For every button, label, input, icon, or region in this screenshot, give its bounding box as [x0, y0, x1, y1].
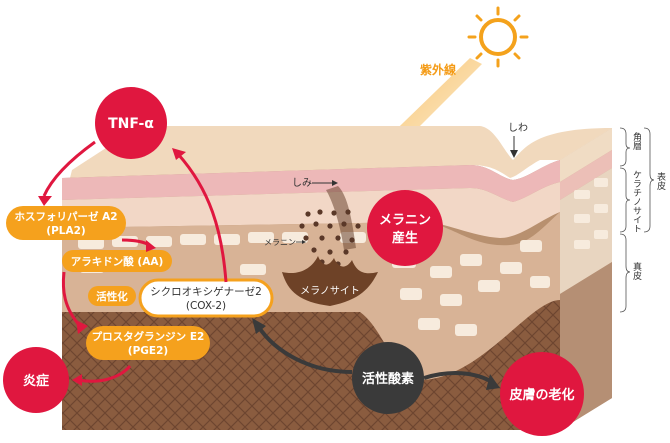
uv-label: 紫外線: [420, 62, 456, 77]
ros-arrow-heads: [252, 318, 500, 390]
activation-label: 活性化: [96, 290, 128, 303]
layer-brackets: [619, 127, 655, 313]
ros-node: 活性酸素: [352, 342, 424, 414]
spot-label: しみ: [292, 177, 312, 189]
pla2-abbrev: (PLA2): [46, 225, 85, 237]
aging-node: 皮膚の老化: [500, 352, 584, 436]
skin-surface: [70, 126, 612, 178]
activation-box: 活性化: [88, 286, 136, 306]
wrinkle-label: しわ: [508, 122, 528, 134]
sun-icon: [467, 6, 529, 68]
cox2-label: シクロオキシゲナーゼ2: [150, 286, 262, 298]
arrow-heads: [38, 148, 186, 386]
dermis-label: 真皮: [631, 261, 642, 281]
melanocyte-label: メラノサイト: [300, 285, 360, 297]
pge2-box: プロスタグランジン E2 (PGE2): [86, 326, 210, 360]
epidermis-label: 表皮: [655, 171, 666, 191]
ros-label: 活性酸素: [362, 371, 414, 387]
wrinkle-arrow: [510, 136, 518, 158]
aa-box: アラキドン酸 (AA): [62, 250, 172, 272]
melanin-granules: [299, 209, 361, 267]
aging-label: 皮膚の老化: [508, 387, 574, 403]
aa-label: アラキドン酸 (AA): [71, 255, 164, 268]
tnf-node: TNF-α: [95, 87, 167, 159]
pge2-abbrev: (PGE2): [128, 345, 168, 357]
keratinocyte-label: ケラチノサイト: [631, 170, 642, 233]
cox2-box: シクロオキシゲナーゼ2 (COX-2): [138, 278, 274, 318]
skin-side-face: [560, 128, 612, 430]
pge2-label: プロスタグランジン E2: [92, 330, 205, 343]
spot-shadow: [326, 186, 356, 250]
cox2-abbrev: (COX-2): [186, 300, 226, 312]
melanin-production-label: メラニン: [379, 213, 431, 228]
stratum-corneum-label: 角層: [631, 131, 642, 151]
tnf-label: TNF-α: [108, 116, 154, 132]
pathway-arrows: [42, 140, 228, 383]
pla2-box: ホスフォリパーゼ A2 (PLA2): [6, 206, 126, 240]
melanin-small-label: メラニン: [264, 238, 296, 247]
inflammation-label: 炎症: [23, 373, 49, 389]
melanin-production-node: メラニン 産生: [367, 190, 443, 266]
spot-arrow: [312, 180, 338, 186]
melanin-small-arrow: [296, 240, 306, 244]
pla2-label: ホスフォリパーゼ A2: [14, 210, 117, 223]
inflammation-node: 炎症: [3, 347, 69, 413]
ros-arrows: [256, 324, 494, 384]
melanocyte-cell: [282, 256, 378, 306]
melanin-production-label-2: 産生: [392, 230, 418, 246]
